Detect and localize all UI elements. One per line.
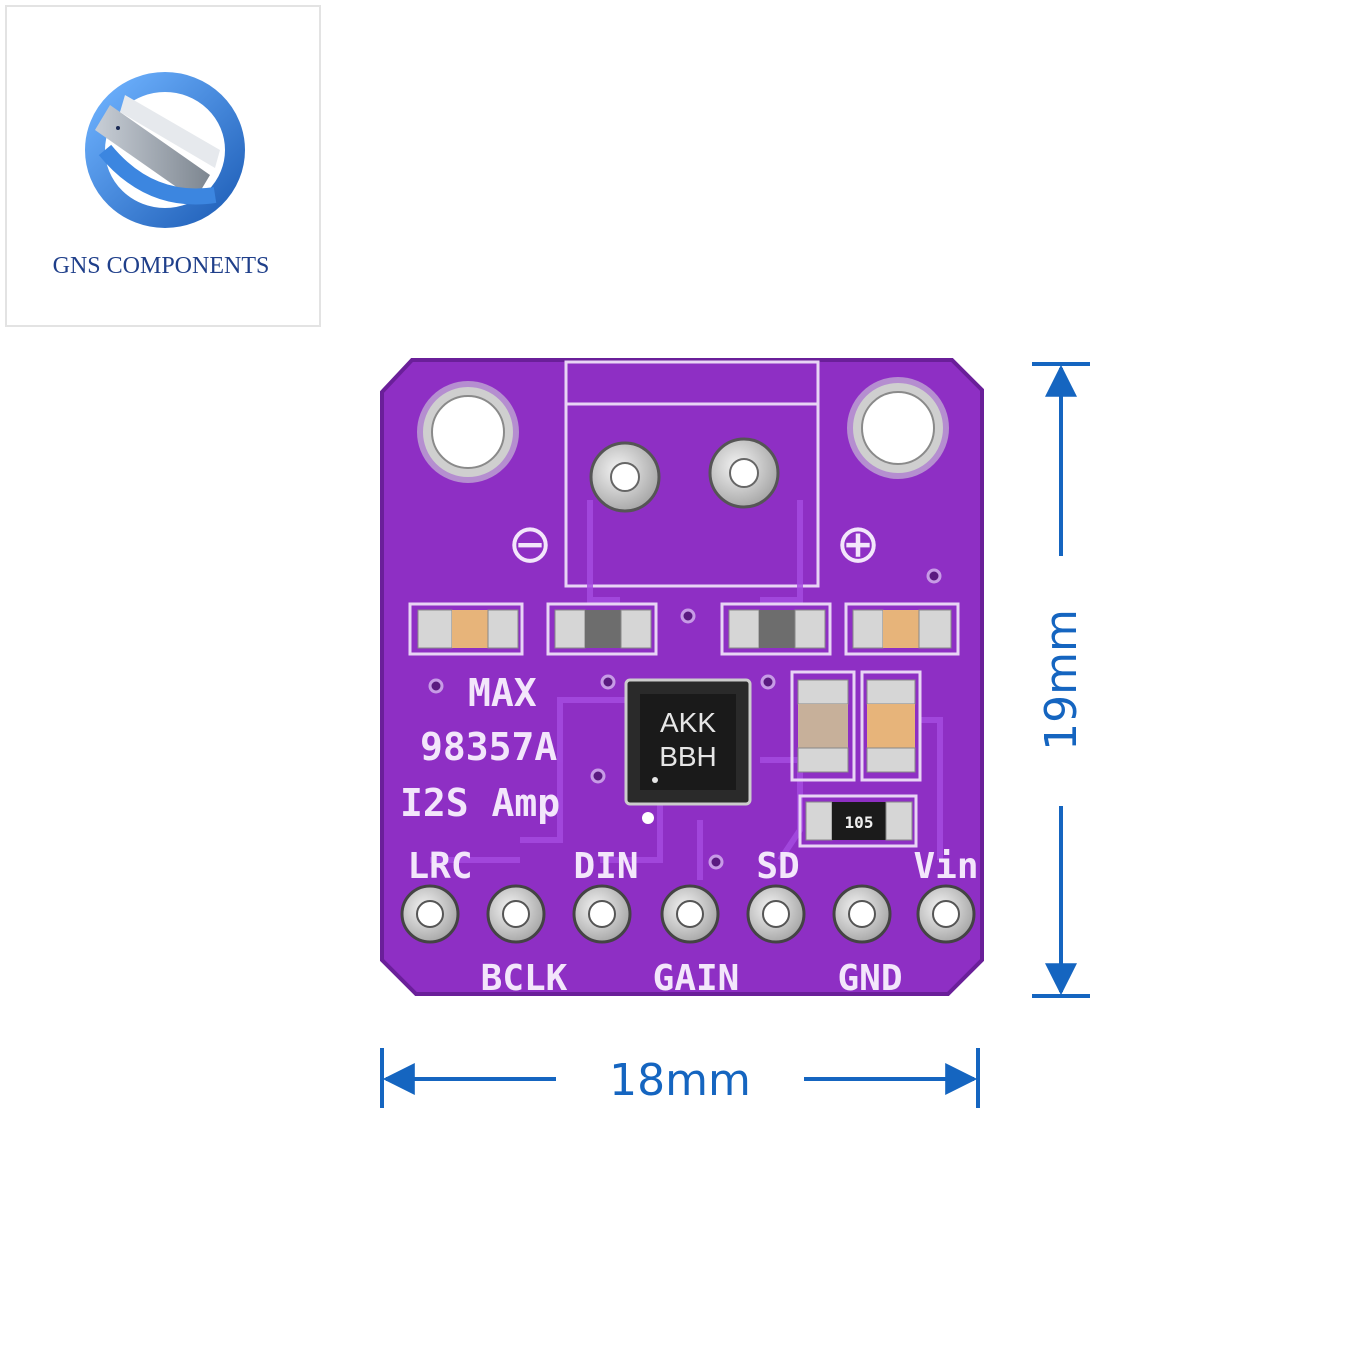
vias (428, 568, 942, 870)
speaker-connector-outline (564, 360, 820, 588)
polarity-minus-icon: ⊖ (507, 512, 552, 575)
header-pin-sd (746, 884, 806, 944)
mounting-hole-left (417, 381, 519, 483)
height-dimension (1032, 362, 1090, 998)
header-pin-bclk (486, 884, 546, 944)
mounting-hole-right (847, 377, 949, 479)
pin-label-vin: Vin (913, 846, 978, 887)
pin-label-lrc: LRC (407, 846, 472, 887)
resistor-r1: 105 (798, 794, 918, 848)
speaker-pad-minus (589, 441, 661, 513)
pin-label-din: DIN (573, 846, 638, 887)
chip-marking-line-2: BBH (659, 741, 717, 772)
brand-logo-emblem (85, 72, 245, 228)
capacitor-c6 (860, 670, 922, 782)
capacitor-c3 (720, 602, 832, 656)
polarity-plus-icon: ⊕ (835, 512, 880, 575)
board-title-line-1: MAX (468, 671, 537, 715)
capacitor-c5 (790, 670, 856, 782)
resistor-code: 105 (845, 813, 874, 832)
height-label: 19mm (1036, 609, 1087, 751)
pcb-board: ⊖ ⊕ (380, 358, 984, 999)
brand-logo-box: GNS COMPONENTS (5, 5, 321, 327)
amplifier-ic: AKK BBH (624, 678, 752, 806)
width-label: 18mm (609, 1055, 751, 1106)
copper-traces (430, 500, 943, 880)
width-dimension (380, 1048, 980, 1108)
capacitor-c2 (546, 602, 658, 656)
board-title-line-3: I2S Amp (400, 781, 560, 825)
header-pin-gnd (832, 884, 892, 944)
speaker-pad-plus (708, 437, 780, 509)
pin-label-gain: GAIN (653, 958, 740, 999)
pin-label-sd: SD (756, 846, 799, 887)
pin-label-gnd: GND (837, 958, 902, 999)
header-pins (400, 884, 976, 944)
header-pin-lrc (400, 884, 460, 944)
chip-marking-line-1: AKK (660, 707, 716, 738)
header-pin-vin (916, 884, 976, 944)
brand-logo-text: GNS COMPONENTS (53, 253, 270, 279)
pin1-marker-dot (642, 812, 654, 824)
board-title-line-2: 98357A (420, 725, 557, 769)
pin-label-bclk: BCLK (481, 958, 568, 999)
header-pin-din (572, 884, 632, 944)
capacitor-c4 (844, 602, 960, 656)
header-pin-gain (660, 884, 720, 944)
capacitor-c1 (408, 602, 524, 656)
